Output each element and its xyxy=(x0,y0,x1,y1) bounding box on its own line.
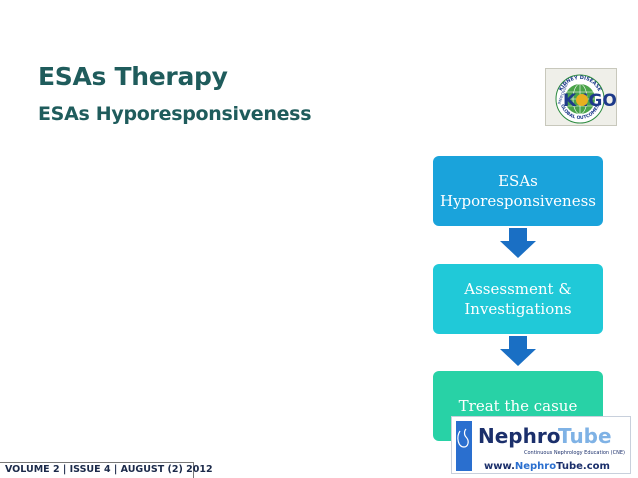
down-arrow-icon xyxy=(500,336,536,366)
nephrotube-url-d: .com xyxy=(583,461,610,472)
footer-divider-tick xyxy=(193,462,194,478)
down-arrow-shape xyxy=(500,336,536,366)
svg-text:www.NephroTube.com: www.NephroTube.com xyxy=(484,461,610,472)
kdigo-logo: KIDNEY DISEASE GLOBAL OUTCOMES IMPROVING… xyxy=(545,68,617,126)
footer-divider xyxy=(0,462,193,463)
nephrotube-brand-b: Tube xyxy=(558,424,612,448)
slide-subtitle: ESAs Hyporesponsiveness xyxy=(38,103,312,125)
kdigo-letters: K IGO xyxy=(563,91,617,111)
nephrotube-brand-a: Nephro xyxy=(478,424,560,448)
nephrotube-url-c: Tube xyxy=(556,461,583,472)
nephrotube-url-b: Nephro xyxy=(515,461,556,472)
kdigo-d-mark xyxy=(576,94,588,106)
nephrotube-url-a: www. xyxy=(484,461,515,472)
flow-step-1: ESAs Hyporesponsiveness xyxy=(433,156,603,226)
nephrotube-logo: Nephro Tube Continuous Nephrology Educat… xyxy=(451,416,631,474)
slide-title: ESAs Therapy xyxy=(38,62,228,91)
down-arrow-shape xyxy=(500,228,536,258)
footer-issue-info: VOLUME 2 | ISSUE 4 | AUGUST (2) 2012 xyxy=(5,464,213,475)
nephrotube-tagline: Continuous Nephrology Education (CNE) xyxy=(524,450,625,456)
nephrotube-side-icon xyxy=(456,421,472,471)
flow-step-2: Assessment & Investigations xyxy=(433,264,603,334)
down-arrow-icon xyxy=(500,228,536,258)
